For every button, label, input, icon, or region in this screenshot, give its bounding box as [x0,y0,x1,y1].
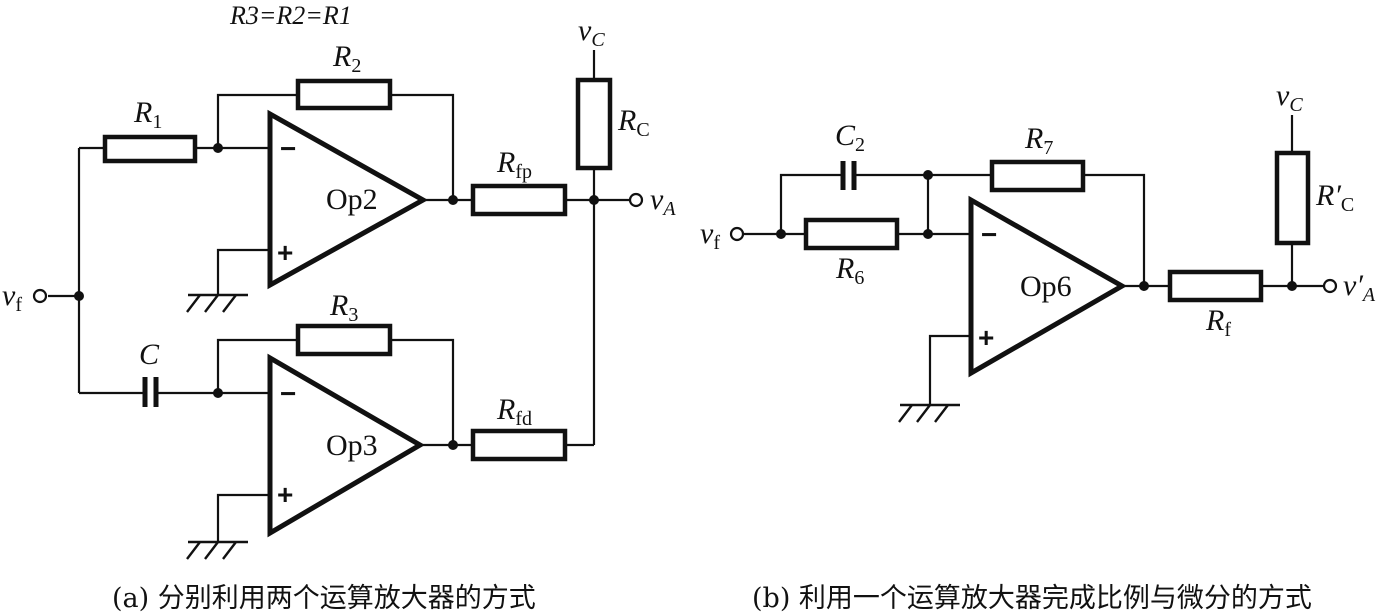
output-label-va-prime: v′A [1343,269,1376,306]
label-rf: Rf [1205,304,1231,341]
label-rfd: Rfd [496,393,532,430]
label-rc-prime: R′C [1315,179,1354,216]
junction-node [448,195,458,205]
opamp-label-op6: Op6 [1020,270,1072,303]
label-r6: R6 [835,252,864,289]
input-terminal-vf [729,226,745,242]
ground-icon [898,403,960,423]
resistor-rc-prime [1274,150,1311,246]
resistor-rf [1167,269,1264,303]
resistor-r2 [295,78,393,111]
inverting-input-sign: − [280,378,296,409]
resistor-rfp [470,183,568,217]
label-r2: R2 [332,40,361,77]
wire [928,334,971,405]
caption-b: (b) 利用一个运算放大器完成比例与微分的方式 [752,583,1312,614]
noninverting-input-sign: + [277,237,293,268]
label-r7: R7 [1024,122,1053,159]
wire [779,173,841,234]
label-rc: RC [617,104,650,141]
junction-node [74,291,84,301]
opamp-op2 [267,109,429,290]
noninverting-input-sign: + [978,322,994,353]
wire [390,338,455,445]
input-label-vf: vf [700,217,720,254]
junction-node [1139,281,1149,291]
label-r1: R1 [133,96,162,133]
output-terminal-va-prime [1322,278,1338,294]
opamp-label-op3: Op3 [326,429,378,462]
opamp-op6 [968,195,1128,378]
wire [216,338,298,393]
opamp-op3 [267,353,425,538]
supply-label-vc: vC [1276,79,1303,116]
wire [216,93,298,148]
output-terminal-va [628,192,644,208]
label-r3: R3 [329,289,358,326]
opamp-label-op2: Op2 [326,183,378,216]
panel-a: R3=R2=R1 vf R1 R2 − + Op2 [2,1,676,614]
inverting-input-sign: − [280,133,296,164]
wire [1083,173,1146,286]
input-label-vf: vf [2,279,22,316]
caption-a: (a) 分别利用两个运算放大器的方式 [112,583,536,614]
supply-label-vc: vC [578,14,605,51]
panel-b: vf R6 C2 R7 − + Op6 [700,79,1376,614]
output-label-va: vA [650,183,676,220]
ground-icon [186,540,248,560]
resistor-r3 [295,323,393,357]
resistor-r1 [102,134,198,164]
ground-icon [186,293,248,313]
label-rfp: Rfp [496,146,532,183]
resistor-rfd [470,428,568,462]
resistor-rc [575,77,613,171]
resistor-r7 [989,159,1086,193]
label-c2: C2 [835,119,865,156]
wire [216,248,270,295]
wire [390,93,455,200]
inverting-input-sign: − [981,219,997,250]
resistor-r6 [803,217,900,251]
junction-node [448,440,458,450]
label-c: C [139,338,160,371]
input-terminal-vf [32,288,48,304]
noninverting-input-sign: + [277,479,293,510]
wire [216,493,270,542]
equation-label: R3=R2=R1 [229,1,352,30]
junction-node [923,170,933,180]
